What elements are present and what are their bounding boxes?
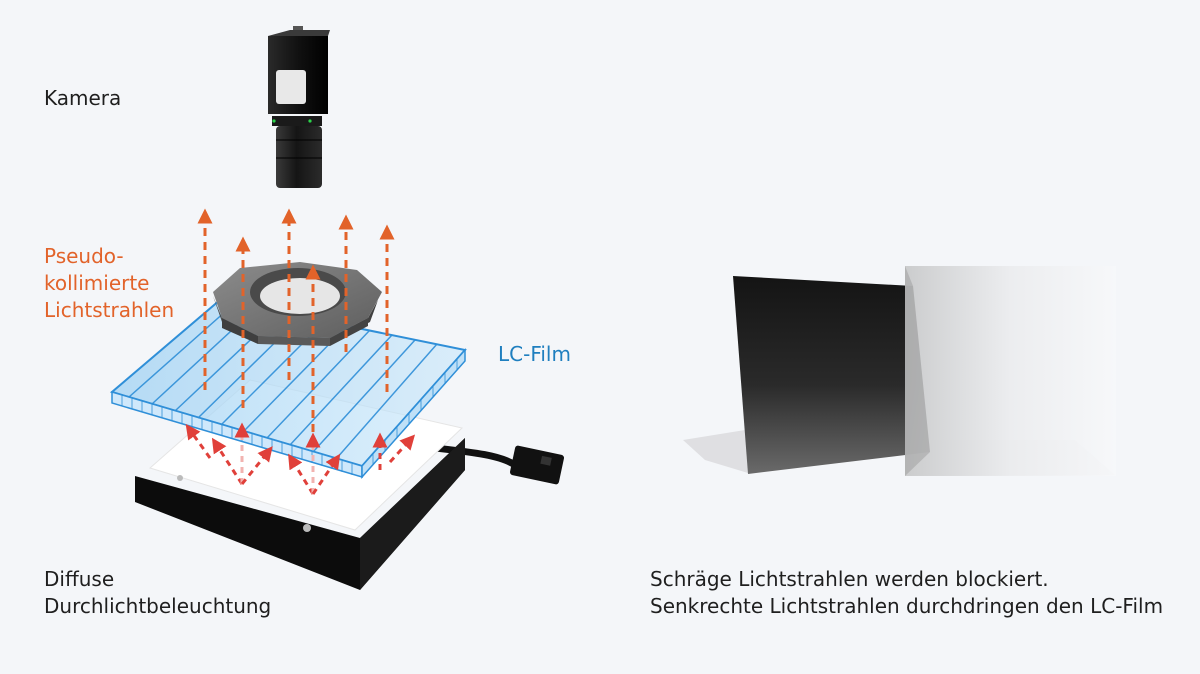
blocking-film-panel xyxy=(733,276,930,474)
explanation-caption-line: Schräge Lichtstrahlen werden blockiert. xyxy=(650,567,1049,591)
diffuse-backlight-label: Diffuse Durchlichtbeleuchtung xyxy=(44,566,271,620)
camera-label-text: Kamera xyxy=(44,86,122,110)
diffuse-backlight-label-line: Diffuse xyxy=(44,567,115,591)
camera-label: Kamera xyxy=(44,85,121,112)
diffuse-backlight-label-line: Durchlichtbeleuchtung xyxy=(44,594,272,618)
collimated-light-label-line: Pseudo- xyxy=(44,244,124,268)
collimated-light-label-line: kollimierte xyxy=(44,271,150,295)
collimated-light-arrows xyxy=(197,208,395,432)
explanation-caption: Schräge Lichtstrahlen werden blockiert. … xyxy=(650,566,1163,620)
diffuse-light-arrows xyxy=(185,422,416,495)
transparent-film-panel xyxy=(905,266,1116,476)
lc-film-label: LC-Film xyxy=(498,341,571,368)
collimated-light-label: Pseudo- kollimierte Lichtstrahlen xyxy=(44,243,174,324)
lc-film-label-text: LC-Film xyxy=(498,342,571,366)
lc-film-angle-illustration xyxy=(683,266,1116,476)
nut-object xyxy=(213,262,382,346)
explanation-caption-line: Senkrechte Lichtstrahlen durchdringen de… xyxy=(650,594,1164,618)
collimated-light-label-line: Lichtstrahlen xyxy=(44,298,175,322)
camera-illustration xyxy=(268,26,330,188)
